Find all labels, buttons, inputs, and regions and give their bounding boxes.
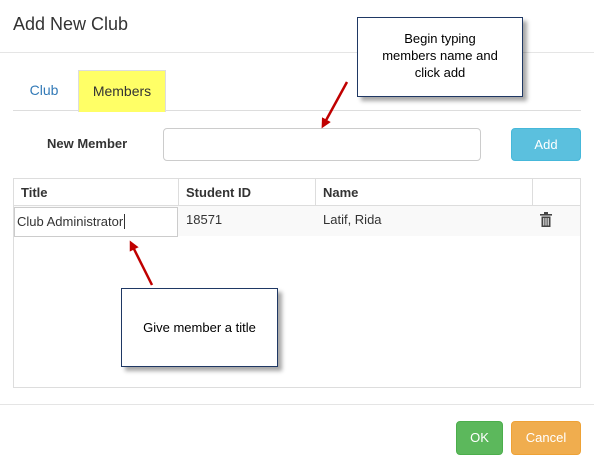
member-title-input[interactable]: Club Administrator: [14, 207, 178, 237]
tab-members[interactable]: Members: [78, 70, 166, 112]
dialog-title: Add New Club: [13, 14, 129, 34]
tab-club[interactable]: Club: [29, 82, 59, 98]
cancel-button[interactable]: Cancel: [511, 421, 581, 455]
column-header-title[interactable]: Title: [21, 185, 48, 200]
add-button[interactable]: Add: [511, 128, 581, 161]
column-header-name[interactable]: Name: [323, 185, 359, 200]
new-member-input[interactable]: [163, 128, 481, 161]
callout-line: click add: [414, 65, 466, 80]
header-divider: [0, 52, 594, 53]
student-id-cell: 18571: [186, 212, 223, 227]
trash-icon[interactable]: [540, 212, 552, 227]
footer-divider: [0, 404, 594, 405]
members-table: Title Student ID Name 18571 Latif, Rida …: [13, 178, 581, 388]
member-title-value: Club Administrator: [17, 214, 124, 229]
callout-line: Begin typing: [404, 31, 476, 46]
instruction-callout-add-member: Begin typing members name and click add: [357, 17, 523, 97]
table-header: Title Student ID Name: [14, 179, 580, 206]
ok-button[interactable]: OK: [456, 421, 503, 455]
name-cell: Latif, Rida: [323, 212, 382, 227]
instruction-callout-title: Give member a title: [121, 288, 278, 367]
column-header-student-id[interactable]: Student ID: [186, 185, 251, 200]
new-member-label: New Member: [47, 136, 128, 151]
callout-line: members name and: [382, 48, 498, 63]
text-cursor: [124, 214, 126, 229]
tab-bar: Club Members: [13, 70, 581, 112]
